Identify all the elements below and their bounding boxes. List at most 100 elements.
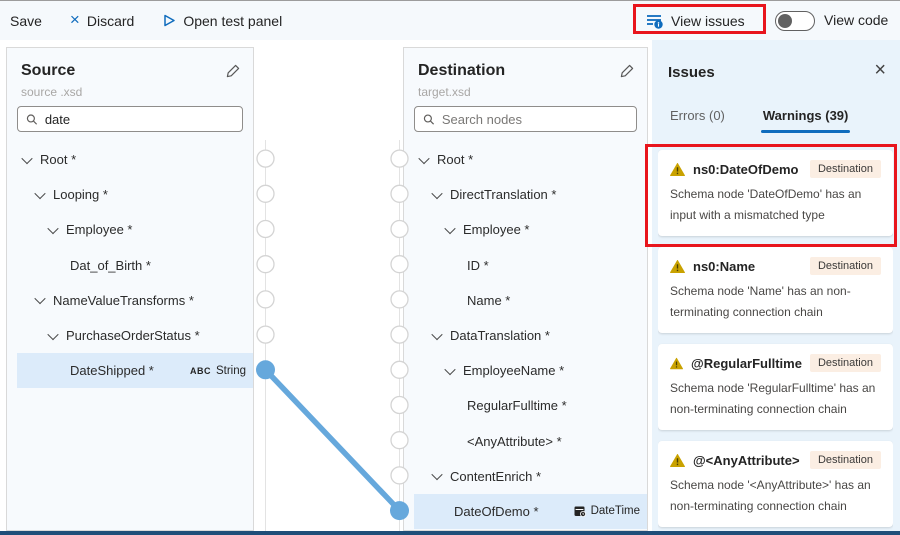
view-code-label: View code	[824, 12, 889, 28]
source-panel: Source source .xsd Root *Looping *Employ…	[6, 47, 254, 531]
target-schema-badge: Destination	[809, 354, 881, 372]
warning-message: Schema node '<AnyAttribute>' has an non-…	[670, 478, 871, 513]
chevron-down-icon[interactable]	[431, 328, 443, 340]
tree-node-label: Root *	[40, 152, 77, 168]
toggle-knob	[778, 14, 792, 28]
save-button[interactable]: Save	[10, 12, 42, 29]
close-icon[interactable]: ×	[874, 59, 886, 81]
issues-tabs: Errors (0) Warnings (39)	[668, 104, 851, 137]
connection-handle[interactable]	[256, 149, 275, 168]
tree-node-name[interactable]: Name *	[414, 283, 647, 318]
destination-tree: Root *DirectTranslation *Employee * ID * N…	[404, 142, 647, 530]
chevron-down-icon[interactable]	[431, 469, 443, 481]
tree-node-label: Name *	[467, 292, 511, 308]
tree-node-label: <AnyAttribute> *	[467, 433, 562, 449]
connection-handle[interactable]	[256, 255, 275, 274]
connection-endpoint[interactable]	[256, 360, 275, 380]
tree-node-namevaluetransforms[interactable]: NameValueTransforms *	[17, 283, 253, 318]
tree-node-label: DataTranslation *	[450, 328, 550, 344]
target-schema-badge: Destination	[809, 257, 881, 275]
tree-node-employee[interactable]: Employee *	[17, 212, 253, 247]
discard-label: Discard	[86, 12, 135, 29]
issues-list-icon	[647, 14, 663, 29]
bottom-bar	[0, 531, 900, 535]
tree-node-anyattribute[interactable]: <AnyAttribute> *	[414, 424, 647, 459]
tab-warnings-39[interactable]: Warnings (39)	[760, 104, 851, 137]
destination-search-input[interactable]	[441, 111, 628, 127]
warning-message: Schema node 'Name' has an non-terminatin…	[670, 284, 851, 319]
abc-type-icon: ABC	[189, 365, 211, 376]
tree-node-label: Looping *	[53, 187, 108, 203]
source-search-input[interactable]	[44, 111, 234, 127]
chevron-down-icon[interactable]	[47, 222, 59, 235]
discard-x-icon: ×	[69, 10, 80, 29]
tree-node-employeename[interactable]: EmployeeName *	[414, 353, 647, 388]
open-test-panel-button[interactable]: Open test panel	[162, 13, 282, 29]
destination-panel: Destination target.xsd Root *DirectTrans…	[403, 47, 648, 531]
warning-icon	[670, 453, 685, 467]
warning-title: ns0:Name	[693, 258, 756, 274]
chevron-down-icon[interactable]	[34, 293, 46, 305]
tab-errors-0[interactable]: Errors (0)	[670, 108, 725, 123]
destination-panel-title: Destination	[418, 62, 506, 79]
edit-pencil-icon[interactable]	[225, 63, 241, 79]
search-icon	[26, 113, 38, 125]
tree-node-label: NameValueTransforms *	[53, 292, 194, 308]
tree-node-looping[interactable]: Looping *	[17, 177, 253, 212]
toolbar: Save × Discard Open test panel View issu…	[0, 1, 900, 40]
chevron-down-icon[interactable]	[34, 187, 46, 200]
tree-node-label: DateShipped *	[70, 363, 154, 379]
node-type-label: String	[215, 364, 246, 377]
chevron-down-icon[interactable]	[444, 363, 456, 375]
tree-node-directtranslation[interactable]: DirectTranslation *	[414, 177, 647, 212]
tree-node-dateshipped[interactable]: DateShipped * ABC String	[17, 353, 253, 389]
tree-node-purchaseorderstatus[interactable]: PurchaseOrderStatus *	[17, 318, 253, 353]
node-type-badge: DateTime	[574, 505, 640, 517]
warning-title: ns0:DateOfDemo	[693, 161, 799, 177]
tree-node-root[interactable]: Root *	[17, 142, 253, 177]
connection-handle[interactable]	[256, 219, 275, 239]
tree-node-datatranslation[interactable]: DataTranslation *	[414, 318, 647, 353]
tree-node-regularfulltime[interactable]: RegularFulltime *	[414, 388, 647, 423]
tree-node-root[interactable]: Root *	[414, 142, 647, 177]
tree-node-contentenrich[interactable]: ContentEnrich *	[414, 459, 647, 494]
warning-message: Schema node 'DateOfDemo' has an input wi…	[670, 187, 862, 222]
warning-title: @RegularFulltime	[691, 355, 802, 371]
destination-searchbox[interactable]	[414, 106, 637, 132]
warning-card-header: ns0:Name Destination	[670, 257, 881, 275]
tree-node-employee[interactable]: Employee *	[414, 212, 647, 247]
view-issues-label: View issues	[671, 12, 745, 29]
view-code-toggle[interactable]	[775, 11, 815, 31]
tree-node-dateofdemo[interactable]: DateOfDemo * DateTime	[414, 493, 647, 530]
open-test-panel-label: Open test panel	[183, 12, 283, 29]
tree-node-dat-of-birth[interactable]: Dat_of_Birth *	[17, 248, 253, 283]
tree-node-label: ContentEnrich *	[450, 468, 542, 484]
view-issues-button[interactable]: View issues	[646, 1, 745, 40]
chevron-down-icon[interactable]	[47, 328, 59, 340]
connection-handle[interactable]	[256, 184, 275, 203]
tree-node-label: Employee *	[66, 222, 133, 238]
connection-handle[interactable]	[256, 325, 275, 344]
chevron-down-icon[interactable]	[444, 222, 456, 235]
warning-icon	[670, 162, 685, 176]
tree-node-label: RegularFulltime *	[467, 398, 567, 414]
edit-pencil-icon[interactable]	[619, 63, 635, 79]
connection-handle[interactable]	[256, 290, 275, 309]
target-schema-badge: Destination	[809, 160, 881, 178]
source-searchbox[interactable]	[17, 106, 243, 132]
window-top-edge	[0, 0, 900, 1]
tree-node-id[interactable]: ID *	[414, 248, 647, 283]
discard-button[interactable]: × Discard	[69, 10, 135, 29]
chevron-down-icon[interactable]	[431, 187, 443, 200]
tree-node-label: ID *	[467, 257, 489, 273]
chevron-down-icon[interactable]	[418, 152, 430, 164]
chevron-down-icon[interactable]	[21, 152, 33, 164]
connection-line[interactable]	[262, 367, 403, 514]
tree-node-label: PurchaseOrderStatus *	[66, 328, 200, 344]
tree-node-label: DateOfDemo *	[454, 503, 539, 519]
